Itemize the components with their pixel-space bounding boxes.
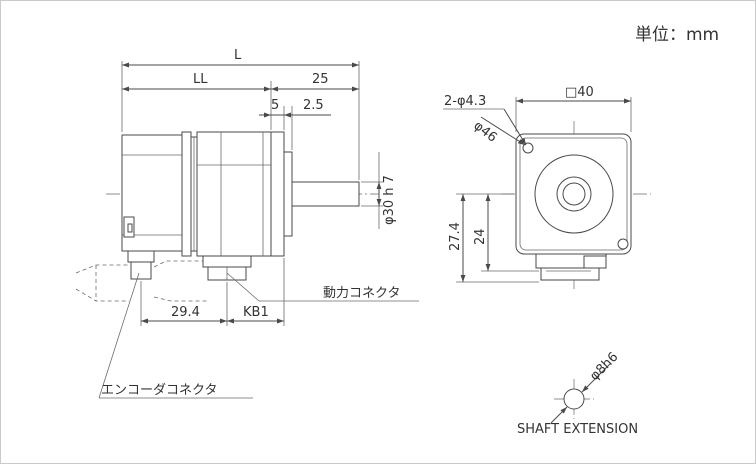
front-view: □40 2-φ4.3 φ46 27.4 24 (443, 85, 651, 291)
shaft-extension-detail: φ8h6 SHAFT EXTENSION (517, 350, 638, 437)
encoder-connector-body (127, 250, 155, 263)
dim-encoder-connector-offset: 29.4 (171, 305, 200, 320)
shaft-extension-label: SHAFT EXTENSION (517, 422, 638, 437)
shaft-extension-circle (563, 388, 585, 410)
dim-shaft-ext-diameter: φ8h6 (587, 350, 621, 384)
flange (270, 131, 285, 257)
dim-mounting-holes: 2-φ4.3 (444, 94, 486, 109)
motor-body (196, 131, 272, 257)
dim-height-to-center: 24 (473, 228, 488, 245)
dim-shaft-diameter: φ30 h 7 (382, 175, 397, 225)
encoder-connector-label: エンコーダコネクタ (101, 383, 217, 398)
side-view: L LL 25 5 2.5 φ30 h 7 29.4 KB1 (75, 48, 419, 399)
power-connector-body (202, 255, 252, 268)
pilot (283, 151, 293, 237)
shaft-end (562, 182, 586, 206)
dim-flange-square: □40 (565, 85, 594, 100)
shaft (291, 181, 360, 207)
dim-power-connector-offset: KB1 (243, 305, 269, 320)
dim-height-total: 27.4 (448, 222, 463, 251)
dim-pilot-length: 2.5 (303, 98, 324, 113)
unit-label: 単位：mm (635, 25, 719, 45)
dim-flange-thickness: 5 (271, 98, 279, 113)
dim-bolt-circle: φ46 (471, 118, 500, 145)
mounting-hole-bottom-right (617, 238, 629, 250)
dim-overall-length: L (234, 48, 242, 63)
dim-shaft-length: 25 (312, 72, 329, 87)
dim-body-length: LL (193, 72, 208, 87)
power-connector-label: 動力コネクタ (323, 286, 400, 301)
mounting-hole-top-left (522, 142, 534, 154)
